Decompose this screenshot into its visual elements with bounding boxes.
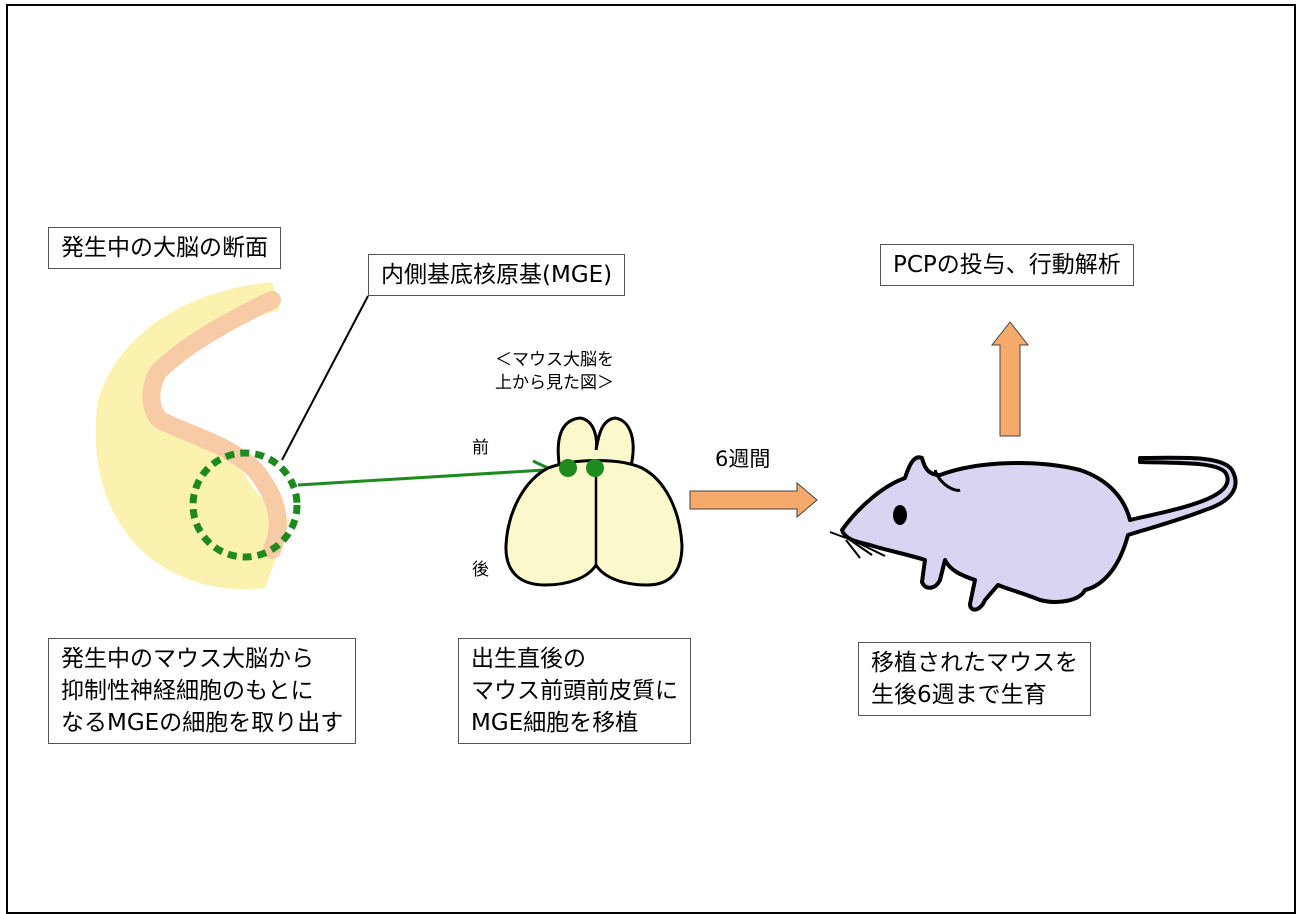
mge-leader-line xyxy=(281,295,369,461)
step-1-line-2: 抑制性神経細胞のもとに xyxy=(61,678,314,704)
step-1-box: 発生中のマウス大脳から 抑制性神経細胞のもとに なるMGEの細胞を取り出す xyxy=(48,638,357,744)
transplant-arrow xyxy=(297,468,546,487)
step-1-line-1: 発生中のマウス大脳から xyxy=(61,646,314,672)
step-2-line-1: 出生直後の xyxy=(471,646,586,672)
weeks-label: 6週間 xyxy=(715,447,771,471)
cross-section-title-box: 発生中の大脳の断面 xyxy=(48,227,281,269)
posterior-label: 後 xyxy=(472,560,489,580)
step-2-line-2: マウス前頭前皮質に xyxy=(471,678,678,704)
pcp-label-box: PCPの投与、行動解析 xyxy=(880,244,1134,286)
mge-graft-dot-left xyxy=(559,459,577,477)
step-3-line-2: 生後6週まで生育 xyxy=(871,682,1047,708)
pcp-label: PCPの投与、行動解析 xyxy=(893,252,1121,278)
brain-top-view-caption-line1: ＜マウス大脳を xyxy=(495,350,614,370)
mouse-illustration xyxy=(829,455,1238,612)
growth-arrow xyxy=(689,481,818,519)
step-2-box: 出生直後の マウス前頭前皮質に MGE細胞を移植 xyxy=(458,638,691,744)
brain-top-view xyxy=(504,416,684,587)
anterior-label: 前 xyxy=(472,438,489,458)
ganglionic-eminence xyxy=(142,291,287,559)
mge-graft-dot-right xyxy=(586,459,604,477)
brain-top-view-caption-line2: 上から見た図＞ xyxy=(495,373,614,393)
mge-dashed-circle xyxy=(189,449,301,561)
step-3-line-1: 移植されたマウスを xyxy=(871,650,1078,676)
step-3-box: 移植されたマウスを 生後6週まで生育 xyxy=(858,642,1091,716)
step-2-line-3: MGE細胞を移植 xyxy=(471,710,639,736)
cross-section-title: 発生中の大脳の断面 xyxy=(61,235,268,261)
mge-label-box: 内側基底核原基(MGE) xyxy=(368,254,626,296)
step-1-line-3: なるMGEの細胞を取り出す xyxy=(61,710,344,736)
analysis-arrow xyxy=(990,321,1030,437)
mge-label: 内側基底核原基(MGE) xyxy=(381,262,613,288)
